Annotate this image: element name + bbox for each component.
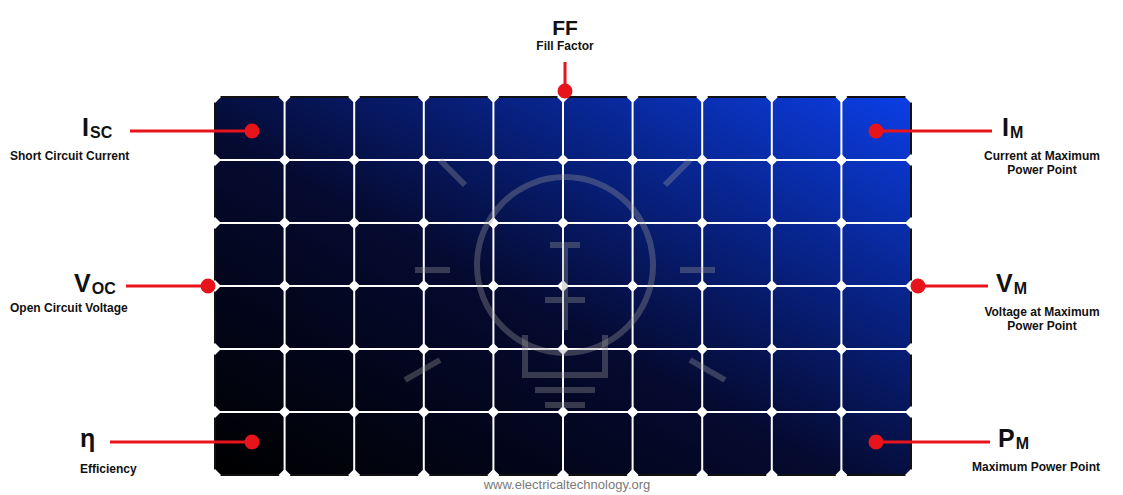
symbol: η — [80, 424, 95, 453]
parameter-name: Short Circuit Current — [10, 150, 129, 164]
cell-corners — [209, 91, 917, 481]
symbol-subscript: M — [1014, 280, 1027, 298]
parameter-name: Efficiency — [80, 463, 137, 477]
solar-panel — [215, 97, 911, 475]
leader-lines — [110, 62, 992, 448]
parameter-name: Fill Factor — [536, 40, 593, 54]
bulb-watermark — [405, 160, 725, 405]
parameter-name: Open Circuit Voltage — [10, 302, 128, 316]
symbol: I — [1002, 113, 1009, 142]
parameter-name: Voltage at Maximum Power Point — [967, 306, 1117, 334]
parameter-name: Current at Maximum Power Point — [967, 150, 1117, 178]
parameter-name: Maximum Power Point — [972, 461, 1100, 475]
symbol: I — [82, 113, 89, 142]
watermark: www.electricaltechnology.org — [484, 478, 651, 493]
symbol: P — [998, 424, 1015, 453]
symbol-subscript: SC — [90, 124, 112, 142]
cell-grid — [215, 97, 911, 475]
symbol: V — [996, 269, 1013, 298]
symbol-subscript: M — [1010, 124, 1023, 142]
symbol: FF — [552, 16, 578, 40]
symbol-subscript: OC — [92, 280, 116, 298]
symbol: V — [74, 269, 91, 298]
symbol-subscript: M — [1016, 435, 1029, 453]
